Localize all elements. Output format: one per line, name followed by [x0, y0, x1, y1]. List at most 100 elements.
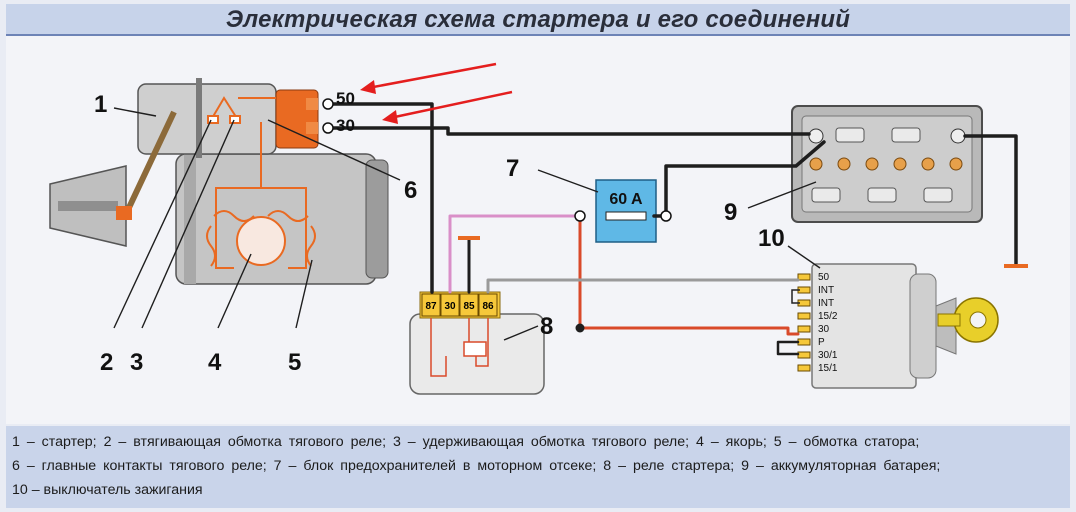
starter-motor — [49, 78, 389, 285]
battery-positive-terminal — [808, 128, 824, 144]
node-terminal-50 — [322, 98, 334, 110]
callout-numbers: 1 2 3 4 5 6 7 8 9 10 — [94, 91, 785, 376]
battery — [791, 105, 983, 223]
contact-int-2: INT — [818, 298, 834, 309]
node-fuse-input — [574, 210, 586, 222]
terminal-50-label: 50 — [336, 89, 355, 108]
wire-50-to-relay87 — [326, 102, 434, 294]
contact-50: 50 — [818, 272, 830, 283]
leader-6 — [267, 119, 401, 181]
wire-battery-ground — [963, 134, 1018, 266]
callout-5: 5 — [288, 349, 301, 376]
callout-leaders — [113, 107, 821, 341]
fuse-block-case — [595, 179, 657, 243]
leader-7 — [537, 169, 599, 193]
armature — [236, 216, 286, 266]
callout-8: 8 — [540, 313, 553, 340]
terminal-30-label: 30 — [336, 116, 355, 135]
caption-line-3: 10 – выключатель зажигания — [12, 482, 203, 498]
contact-15-2: 15/2 — [818, 311, 838, 322]
contact-30-1: 30/1 — [818, 350, 838, 361]
wire-nodes — [322, 98, 672, 222]
leader-10 — [787, 245, 821, 269]
battery-cell-links — [811, 127, 953, 203]
terminal-30-stud — [306, 122, 318, 134]
terminal-50-stud — [306, 98, 318, 110]
diagram-area: 60 A 87 30 85 86 — [6, 36, 1070, 424]
leader-9 — [747, 181, 817, 209]
key-blade — [937, 313, 961, 327]
node-terminal-30 — [322, 122, 334, 134]
ignition-switch: 50 INT INT 15/2 30 P 30/1 15/1 — [791, 263, 999, 389]
relay-flange — [196, 78, 202, 158]
drive-gear — [116, 206, 132, 220]
starter-internal-wiring — [206, 96, 316, 269]
caption-line-2: 6 – главные контакты тягового реле; 7 – … — [12, 458, 941, 474]
fuse-block: 60 A — [595, 179, 657, 243]
leader-3 — [141, 119, 235, 329]
relay-pin-87: 87 — [425, 301, 437, 312]
contact-p: P — [818, 337, 825, 348]
callout-9: 9 — [724, 199, 737, 226]
callout-1: 1 — [94, 91, 107, 118]
node-red-junction — [575, 323, 585, 333]
fuse-rating: 60 A — [609, 191, 643, 208]
pull-in-coil-contact — [207, 115, 219, 124]
relay-coil — [463, 341, 487, 357]
fuse-element — [605, 211, 647, 221]
callout-7: 7 — [506, 155, 519, 182]
key-ring-hole — [969, 311, 987, 329]
starter-end-cap — [365, 159, 389, 279]
caption: 1 – стартер; 2 – втягивающая обмотка тяг… — [6, 426, 1070, 508]
stator-loop-left — [215, 176, 262, 269]
relay-pins — [421, 293, 498, 317]
page-title: Электрическая схема стартера и его соеди… — [225, 6, 851, 33]
relay-pin-30: 30 — [444, 301, 456, 312]
callout-2: 2 — [100, 349, 113, 376]
contact-15-1: 15/1 — [818, 363, 838, 374]
highlight-arrows — [360, 62, 513, 124]
node-fuse-output — [660, 210, 672, 222]
leader-4 — [217, 253, 252, 329]
ground-symbols — [458, 236, 1028, 268]
relay-pin-85: 85 — [463, 301, 475, 312]
leader-5 — [295, 259, 313, 329]
callout-10: 10 — [758, 225, 785, 252]
callout-4: 4 — [208, 349, 222, 376]
arrow-to-50-icon — [367, 62, 497, 90]
wire-switch-jumper — [776, 340, 800, 356]
stator-loop-right — [261, 187, 307, 269]
hold-in-coil-contact — [229, 115, 241, 124]
ignition-switch-barrel — [909, 273, 937, 379]
wire-relay86-to-switch50 — [486, 278, 800, 294]
leader-2 — [113, 119, 212, 329]
contact-30: 30 — [818, 324, 830, 335]
relay-pin-86: 86 — [482, 301, 494, 312]
contact-int-1: INT — [818, 285, 834, 296]
wiring-diagram: 60 A 87 30 85 86 — [49, 62, 1028, 395]
stator-winding-left — [206, 225, 216, 267]
drive-lever — [123, 110, 177, 216]
wire-fuse-to-relay30 — [448, 214, 582, 294]
stator-winding-top-left — [213, 210, 255, 222]
caption-line-1: 1 – стартер; 2 – втягивающая обмотка тяг… — [12, 434, 920, 450]
wire-fuse-to-switch30 — [578, 214, 800, 336]
starter-motor-body — [175, 153, 377, 285]
stator-winding-right — [306, 225, 316, 267]
leader-8 — [503, 325, 539, 341]
starter-relay: 87 30 85 86 — [409, 291, 545, 395]
switch-contact-labels: 50 INT INT 15/2 30 P 30/1 15/1 — [818, 272, 838, 374]
wire-30-to-battery — [326, 126, 811, 136]
relay-contact-path — [430, 318, 447, 377]
leader-1 — [113, 107, 157, 117]
int-jumper — [791, 289, 800, 304]
callout-6: 6 — [404, 177, 417, 204]
switch-contact-pins — [797, 273, 811, 372]
arrow-to-30-icon — [389, 90, 513, 120]
title-bar: Электрическая схема стартера и его соеди… — [6, 4, 1070, 36]
relay-contact-wire — [210, 96, 239, 121]
wires — [326, 102, 1018, 356]
battery-cell-caps — [809, 157, 963, 171]
callout-3: 3 — [130, 349, 143, 376]
